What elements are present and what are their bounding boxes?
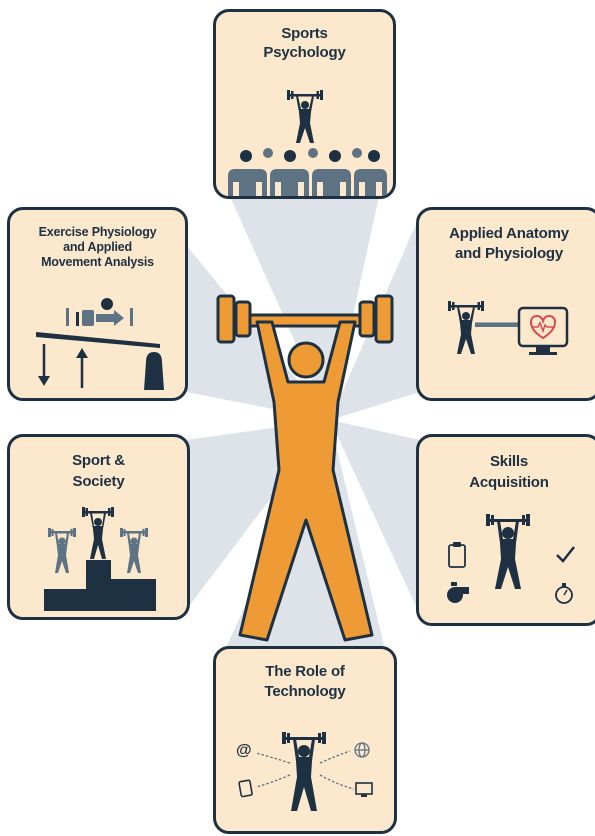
weightlifter-icon [82, 507, 114, 559]
stopwatch-icon [555, 583, 573, 604]
box-title: The Role of Technology [216, 662, 394, 702]
weightlifter-icon [287, 90, 323, 143]
box-title: Sport & Society [10, 450, 187, 492]
box-title: Exercise Physiology and Applied Movement… [10, 225, 185, 270]
title-line: Sports [281, 25, 328, 42]
audience-icon [228, 148, 387, 196]
box-sports-psychology: Sports Psychology [213, 9, 396, 199]
title-line: Exercise Physiology [38, 225, 157, 239]
tablet-icon [238, 779, 253, 798]
clipboard-icon [448, 542, 466, 568]
box-sport-society: Sport & Society [7, 434, 190, 620]
box-applied-anatomy: Applied Anatomy and Physiology [416, 207, 595, 401]
email-icon: @ [236, 742, 252, 759]
heart-monitor-icon [517, 306, 569, 355]
title-line: Technology [264, 683, 346, 700]
ray-skills-acquisition [330, 420, 420, 615]
title-line: Applied Anatomy [449, 225, 569, 242]
box-exercise-physiology: Exercise Physiology and Applied Movement… [7, 207, 188, 401]
food-energy-icons [66, 298, 133, 326]
box-title: Sports Psychology [216, 24, 393, 62]
weightlifter-icon [48, 528, 76, 573]
title-line: The Role of [265, 663, 345, 680]
weightlifter-icon [486, 514, 530, 589]
box-title: Skills Acquisition [419, 451, 595, 493]
weight-icon [144, 352, 164, 390]
monitor-icon [355, 782, 373, 797]
title-line: Psychology [263, 44, 346, 61]
podium-icon [44, 560, 156, 611]
box-skills-acquisition: Skills Acquisition [416, 434, 595, 626]
globe-icon [354, 742, 370, 758]
title-line: Acquisition [469, 474, 549, 491]
weightlifter-icon [120, 528, 148, 573]
title-line: and Physiology [454, 245, 564, 262]
connection-arrows [255, 750, 355, 790]
balance-scale-icon [36, 332, 160, 388]
title-line: and Applied [63, 240, 132, 254]
title-line: Society [72, 473, 125, 490]
weightlifter-icon [282, 732, 326, 811]
box-title: Applied Anatomy and Physiology [419, 224, 595, 264]
title-line: Movement Analysis [41, 255, 154, 269]
checkmark-icon [556, 546, 575, 563]
box-role-of-technology: The Role of Technology @ [213, 646, 397, 834]
sensor-cable [475, 322, 519, 327]
title-line: Skills [490, 453, 528, 470]
title-line: Sport & [72, 452, 125, 469]
weightlifter-icon [448, 301, 484, 354]
whistle-icon [447, 582, 469, 603]
